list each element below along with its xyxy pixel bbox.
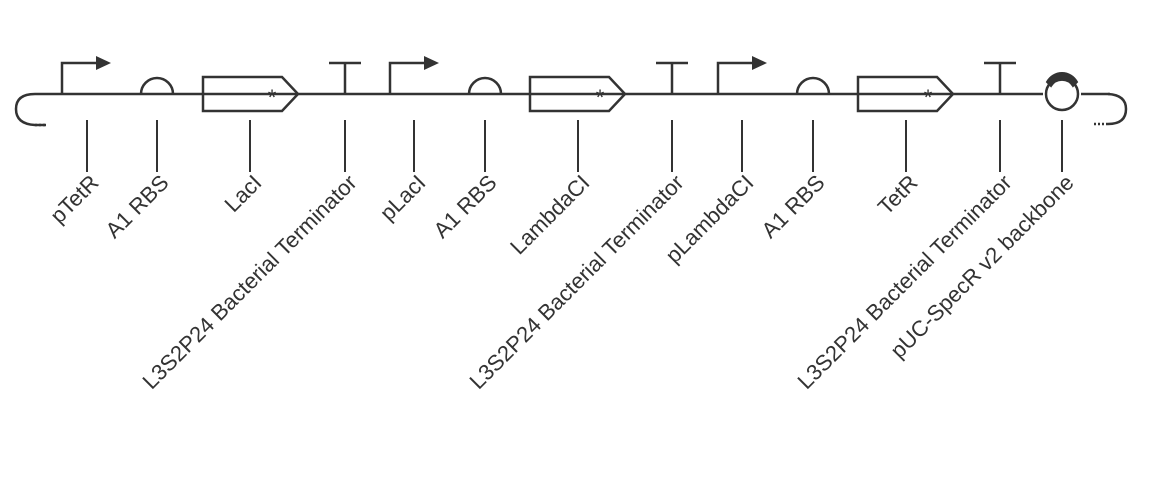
cds-marker: * — [268, 85, 277, 110]
label-a1-rbs-3: A1 RBS — [757, 170, 830, 243]
terminator-3-glyph — [984, 61, 1016, 94]
label-a1-rbs-2: A1 RBS — [429, 170, 502, 243]
backbone-right-curl — [1107, 92, 1128, 126]
label-tetr: TetR — [873, 170, 923, 220]
dna-backbone — [14, 92, 1128, 127]
promoter-ptetr-glyph — [60, 56, 111, 94]
rbs-3-glyph — [795, 76, 831, 95]
label-laci: LacI — [219, 170, 266, 217]
promoter-placi-glyph — [388, 56, 439, 94]
label-ptetr: pTetR — [45, 170, 103, 228]
rbs-1-glyph — [139, 76, 175, 95]
origin-glyph — [1044, 72, 1080, 112]
leader-lines — [86, 120, 1063, 172]
cds-tetr-glyph: * — [856, 75, 955, 113]
terminator-1-glyph — [329, 61, 361, 94]
backbone-left-curl — [14, 92, 46, 127]
label-a1-rbs-1: A1 RBS — [101, 170, 174, 243]
terminator-2-glyph — [656, 61, 688, 94]
label-lambdaci: LambdaCI — [505, 170, 594, 259]
promoter-plambdaci-glyph — [716, 56, 767, 94]
rbs-2-glyph — [467, 76, 503, 95]
cds-laci-glyph: * — [201, 75, 300, 113]
label-placi: pLacI — [375, 170, 431, 226]
cds-marker: * — [596, 85, 605, 110]
part-labels: pTetR A1 RBS LacI L3S2P24 Bacterial Term… — [45, 170, 1078, 394]
cds-lambdaci-glyph: * — [528, 75, 627, 113]
cds-marker: * — [924, 85, 933, 110]
